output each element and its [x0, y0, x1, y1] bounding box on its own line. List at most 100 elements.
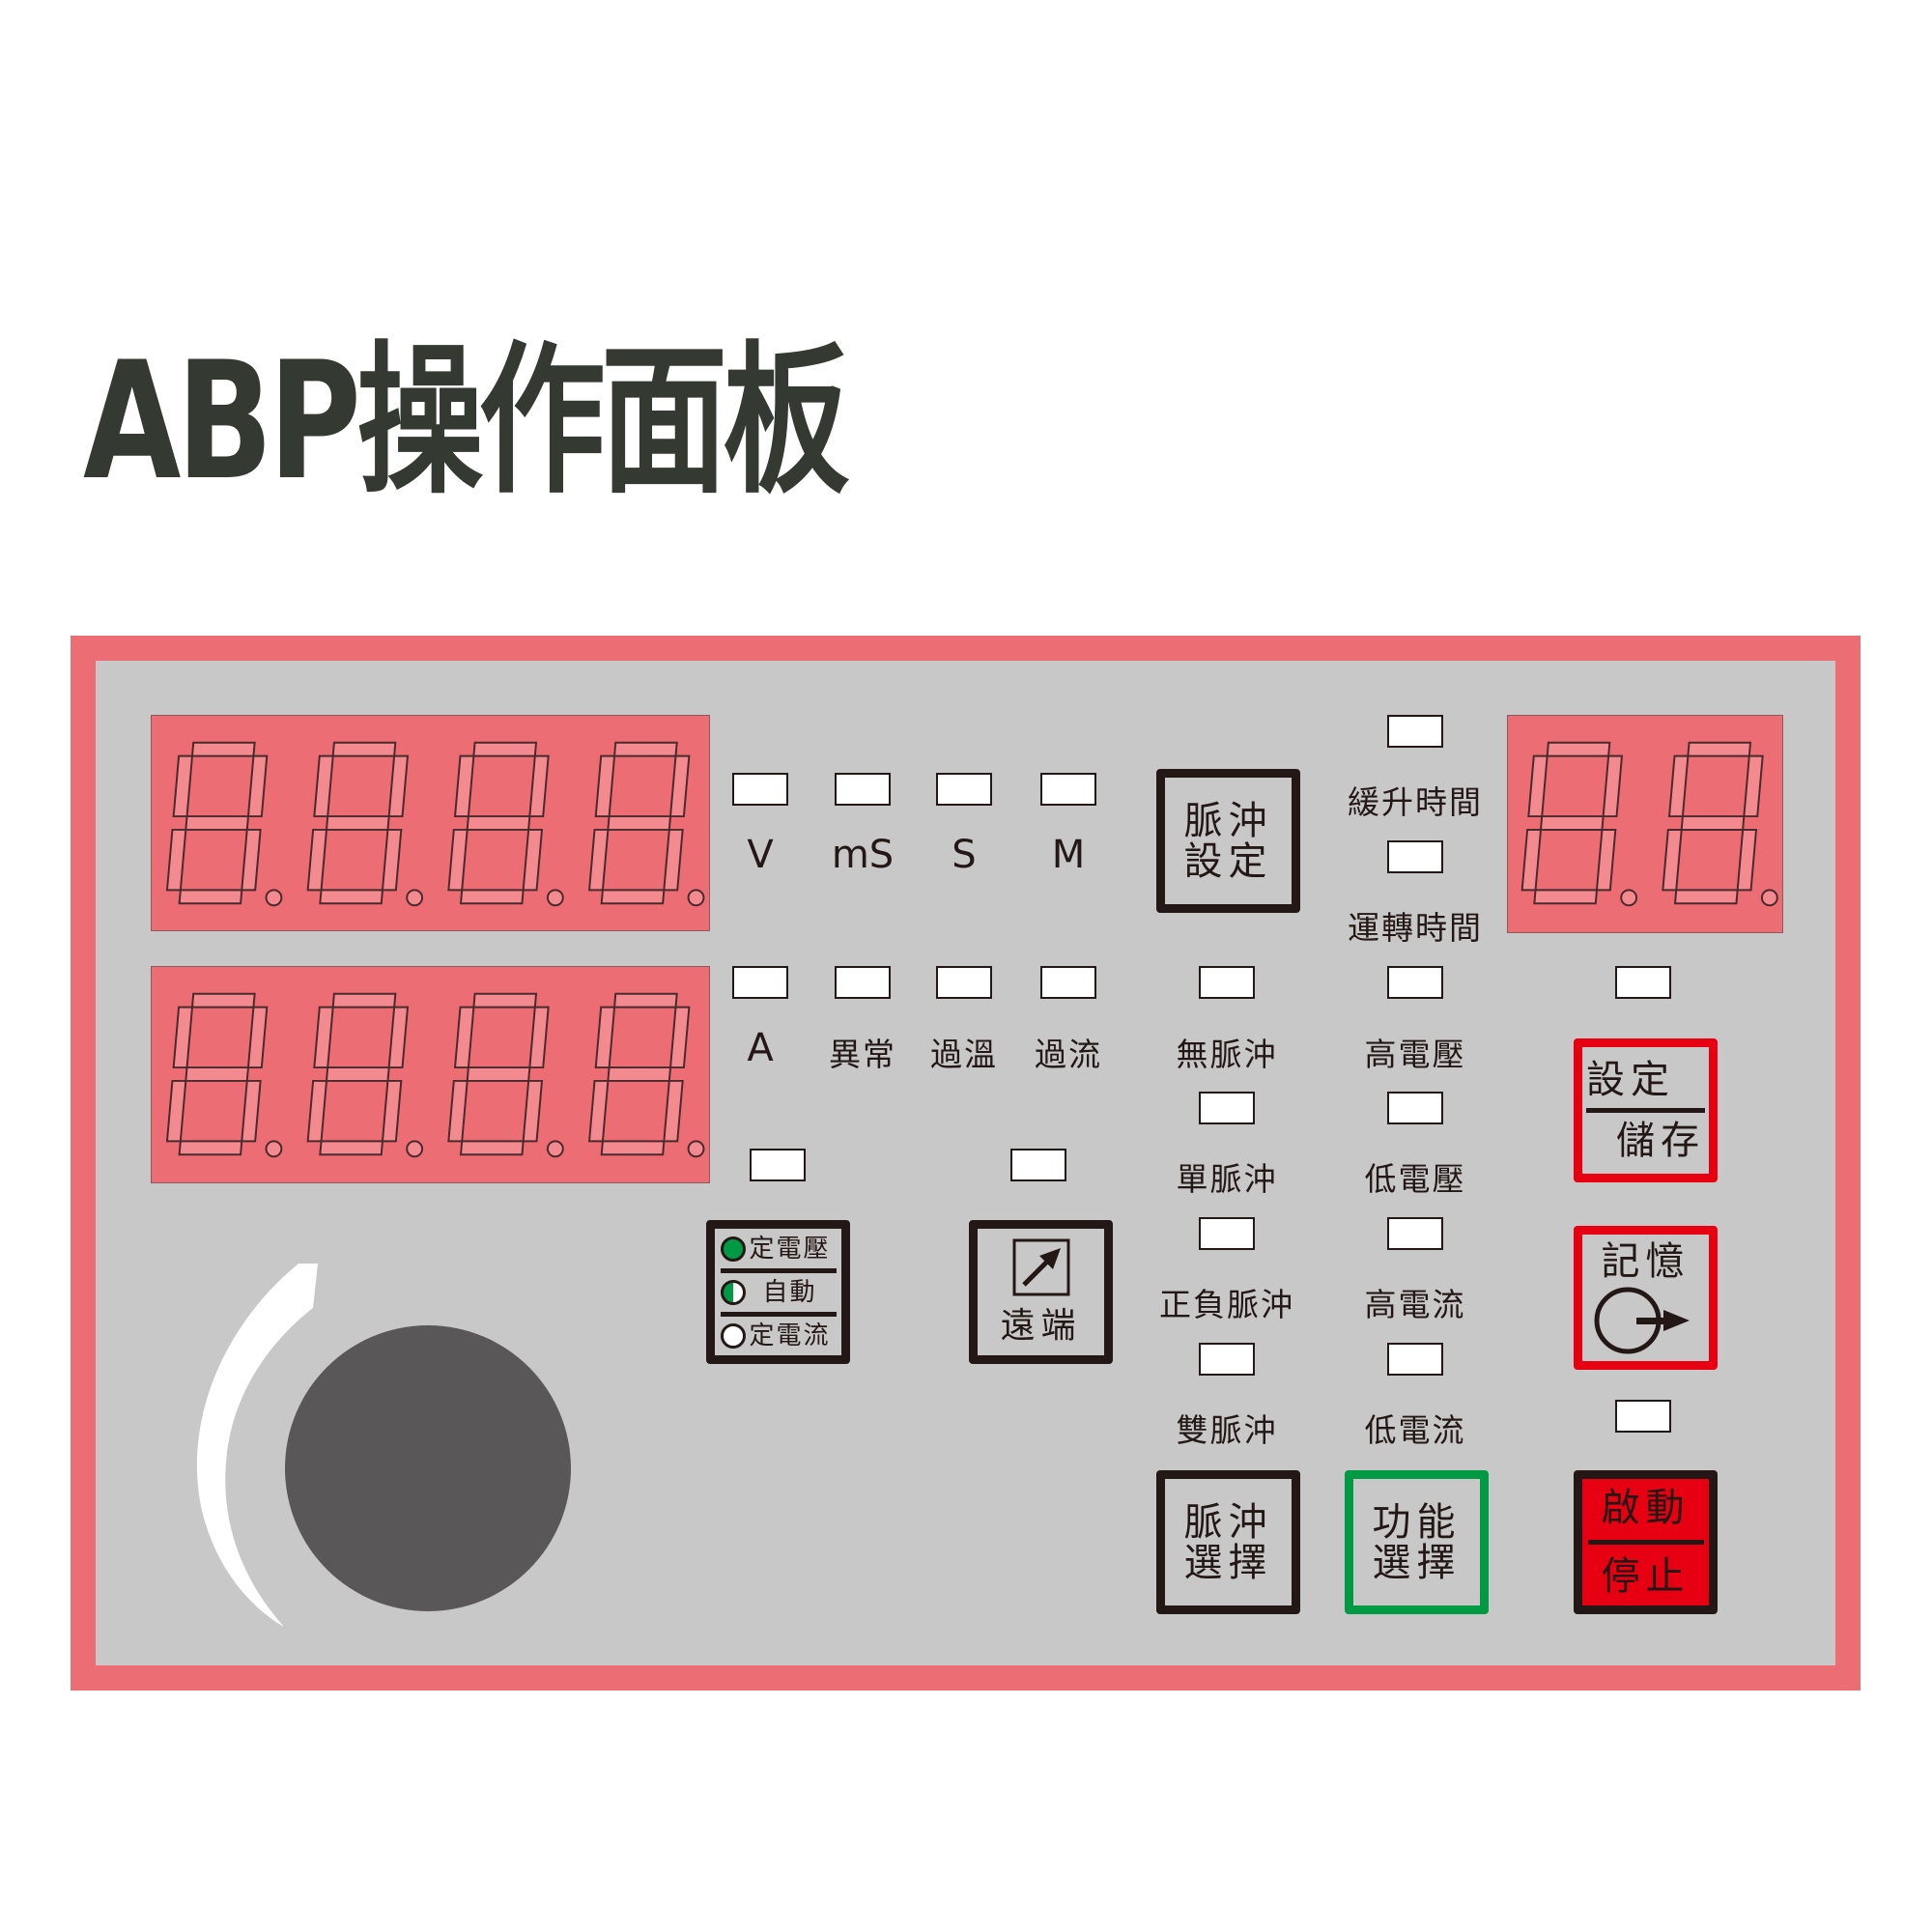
segment	[165, 828, 187, 892]
segment	[600, 889, 666, 905]
segment	[453, 1006, 475, 1069]
segment	[190, 741, 256, 757]
led-m	[1040, 773, 1096, 806]
segment	[178, 1140, 243, 1156]
remote-button[interactable]: 遠端	[969, 1220, 1113, 1364]
seven-segment-digit	[1520, 741, 1624, 905]
seven-segment-digit	[1662, 741, 1764, 905]
led-no-pulse	[1199, 966, 1255, 999]
segment	[185, 815, 250, 831]
pulse-select-button[interactable]: 脈沖 選擇	[1156, 1470, 1300, 1614]
led-single-pulse	[1199, 1092, 1255, 1124]
led-fault	[835, 966, 891, 999]
label-no-pulse: 無脈沖	[1176, 1036, 1278, 1073]
label-overcurrent: 過流	[1035, 1036, 1102, 1073]
led-a	[732, 966, 788, 999]
set-save-button[interactable]: 設定 儲存	[1574, 1038, 1718, 1182]
seven-segment-digit	[306, 992, 410, 1156]
label-low-voltage: 低電壓	[1364, 1160, 1466, 1198]
label-ramp-time: 緩升時間	[1348, 783, 1483, 821]
label-run-time: 運轉時間	[1348, 909, 1483, 947]
label-low-current: 低電流	[1364, 1411, 1466, 1449]
top-seven-segment-display	[151, 715, 710, 931]
knob-arc-indicator	[196, 1264, 318, 1627]
segment	[1680, 815, 1746, 831]
label-m: M	[1051, 833, 1086, 877]
led-overtemp	[936, 966, 992, 999]
segment	[331, 992, 397, 1009]
led-set	[1615, 966, 1671, 999]
divider	[1586, 1108, 1705, 1113]
label-overtemp: 過溫	[930, 1036, 998, 1073]
segment	[172, 1006, 194, 1069]
segment	[190, 992, 256, 1009]
segment	[313, 1006, 334, 1069]
decimal-point	[265, 1140, 283, 1158]
decimal-point	[406, 1140, 424, 1158]
segment	[612, 741, 678, 757]
segment	[331, 741, 397, 757]
divider	[720, 1267, 837, 1273]
pulse-select-label-1: 脈沖	[1183, 1499, 1273, 1545]
decimal-point	[687, 889, 705, 907]
segment	[1743, 754, 1764, 818]
led-mode	[750, 1149, 806, 1181]
segment	[387, 754, 410, 818]
memory-label: 記憶	[1601, 1238, 1690, 1284]
led-s	[936, 773, 992, 806]
led-run-time	[1387, 840, 1443, 873]
pulse-setting-button[interactable]: 脈沖 設定	[1156, 769, 1300, 913]
segment	[447, 828, 469, 892]
segment	[381, 1079, 403, 1143]
segment	[381, 828, 403, 892]
memory-button[interactable]: 記憶	[1574, 1226, 1718, 1370]
seven-segment-digit	[447, 741, 550, 905]
segment	[246, 1006, 269, 1069]
segment	[447, 1079, 469, 1143]
mode-cv-label: 定電壓	[749, 1234, 831, 1264]
seven-segment-digit	[447, 992, 550, 1156]
segment	[522, 1079, 544, 1143]
label-fault: 異常	[829, 1036, 896, 1073]
segment	[453, 754, 475, 818]
segment	[306, 1079, 328, 1143]
decimal-point	[1620, 889, 1638, 907]
segment	[1520, 828, 1543, 892]
save-label: 儲存	[1616, 1119, 1705, 1163]
led-overcurrent	[1040, 966, 1096, 999]
adjustment-knob[interactable]	[285, 1325, 571, 1611]
mode-auto-label: 自動	[762, 1277, 817, 1307]
segment	[1539, 815, 1605, 831]
led-remote	[1010, 1149, 1066, 1181]
segment	[246, 754, 269, 818]
control-panel-frame: V mS S M A 異常 過溫 過流 定電壓 自動 定電流 遠端 脈沖 設定 …	[71, 636, 1861, 1690]
bottom-seven-segment-display	[151, 966, 710, 1183]
function-select-button[interactable]: 功能 選擇	[1345, 1470, 1489, 1614]
empty-circle-icon	[720, 1322, 746, 1349]
divider	[720, 1311, 837, 1317]
half-circle-icon	[720, 1279, 746, 1305]
seven-segment-digit	[306, 741, 410, 905]
segment	[594, 1006, 616, 1069]
segment	[528, 1006, 550, 1069]
label-v: V	[747, 833, 774, 877]
led-low-current	[1387, 1343, 1443, 1376]
segment	[612, 992, 678, 1009]
decimal-point	[546, 889, 564, 907]
mode-select-button[interactable]: 定電壓 自動 定電流	[706, 1220, 850, 1364]
segment	[1546, 741, 1611, 757]
segment	[1602, 754, 1624, 818]
label-double-pulse: 雙脈沖	[1176, 1411, 1278, 1449]
led-high-voltage	[1387, 966, 1443, 999]
segment	[607, 1066, 672, 1082]
led-bipolar-pulse	[1199, 1217, 1255, 1250]
segment	[1673, 889, 1739, 905]
segment	[241, 828, 262, 892]
segment	[466, 1066, 531, 1082]
pulse-select-label-2: 選擇	[1183, 1540, 1273, 1585]
decimal-point	[1760, 889, 1778, 907]
segment	[472, 992, 538, 1009]
start-stop-button[interactable]: 啟動 停止	[1574, 1470, 1718, 1614]
segment	[165, 1079, 187, 1143]
segment	[325, 815, 390, 831]
